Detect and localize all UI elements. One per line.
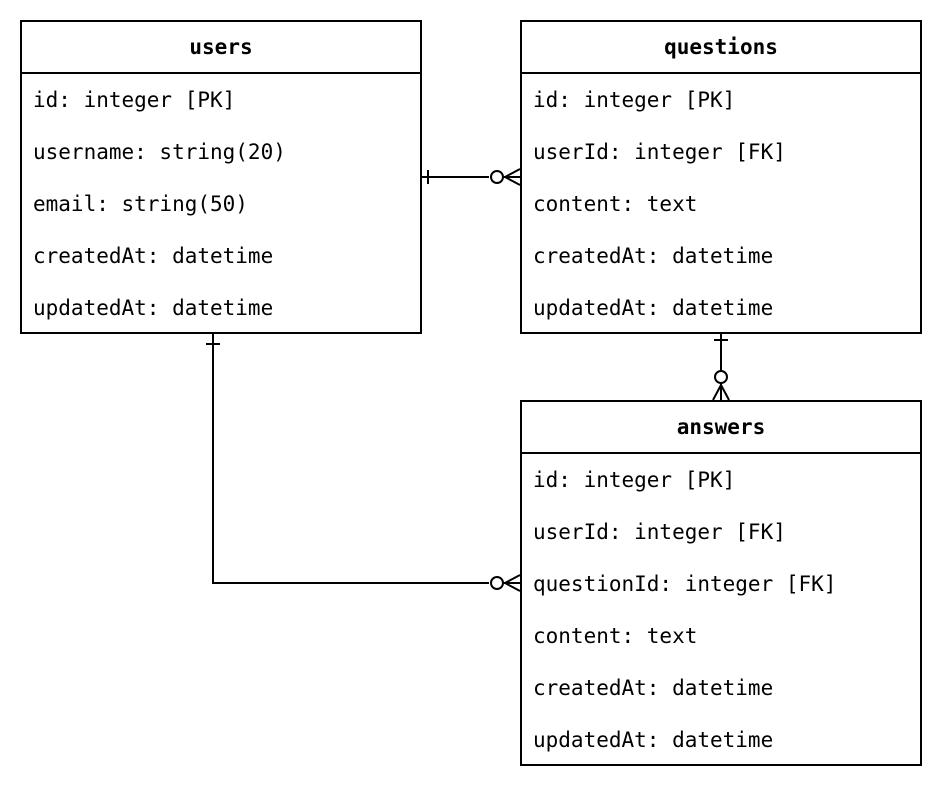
field-list: id: integer [PK] username: string(20) em… [22, 74, 420, 334]
field-user-id: userId: integer [FK] [533, 140, 786, 164]
field-email: email: string(50) [33, 192, 248, 216]
field-updated-at: updatedAt: datetime [533, 728, 774, 752]
zero-marker [490, 576, 504, 590]
relationship-users-questions [422, 168, 521, 186]
many-marker [504, 574, 521, 584]
field-id: id: integer [PK] [33, 88, 236, 112]
field-updated-at: updatedAt: datetime [533, 296, 774, 320]
field-content: content: text [533, 624, 698, 648]
many-marker [504, 168, 521, 178]
entity-title: answers [522, 402, 920, 454]
entity-title: users [22, 22, 420, 74]
zero-marker [714, 370, 728, 384]
field-created-at: createdAt: datetime [533, 244, 774, 268]
relationship-questions-answers [712, 334, 730, 401]
field-updated-at: updatedAt: datetime [33, 296, 274, 320]
field-question-id: questionId: integer [FK] [533, 572, 837, 596]
entity-users: users id: integer [PK] username: string(… [20, 20, 422, 334]
field-created-at: createdAt: datetime [533, 676, 774, 700]
field-user-id: userId: integer [FK] [533, 520, 786, 544]
field-created-at: createdAt: datetime [33, 244, 274, 268]
field-id: id: integer [PK] [533, 468, 736, 492]
entity-questions: questions id: integer [PK] userId: integ… [520, 20, 922, 334]
entity-answers: answers id: integer [PK] userId: integer… [520, 400, 922, 766]
field-list: id: integer [PK] userId: integer [FK] qu… [522, 454, 920, 766]
relationship-users-answers [206, 334, 521, 592]
many-marker [712, 384, 722, 401]
field-content: content: text [533, 192, 698, 216]
field-id: id: integer [PK] [533, 88, 736, 112]
entity-title: questions [522, 22, 920, 74]
field-username: username: string(20) [33, 140, 286, 164]
field-list: id: integer [PK] userId: integer [FK] co… [522, 74, 920, 334]
zero-marker [490, 170, 504, 184]
